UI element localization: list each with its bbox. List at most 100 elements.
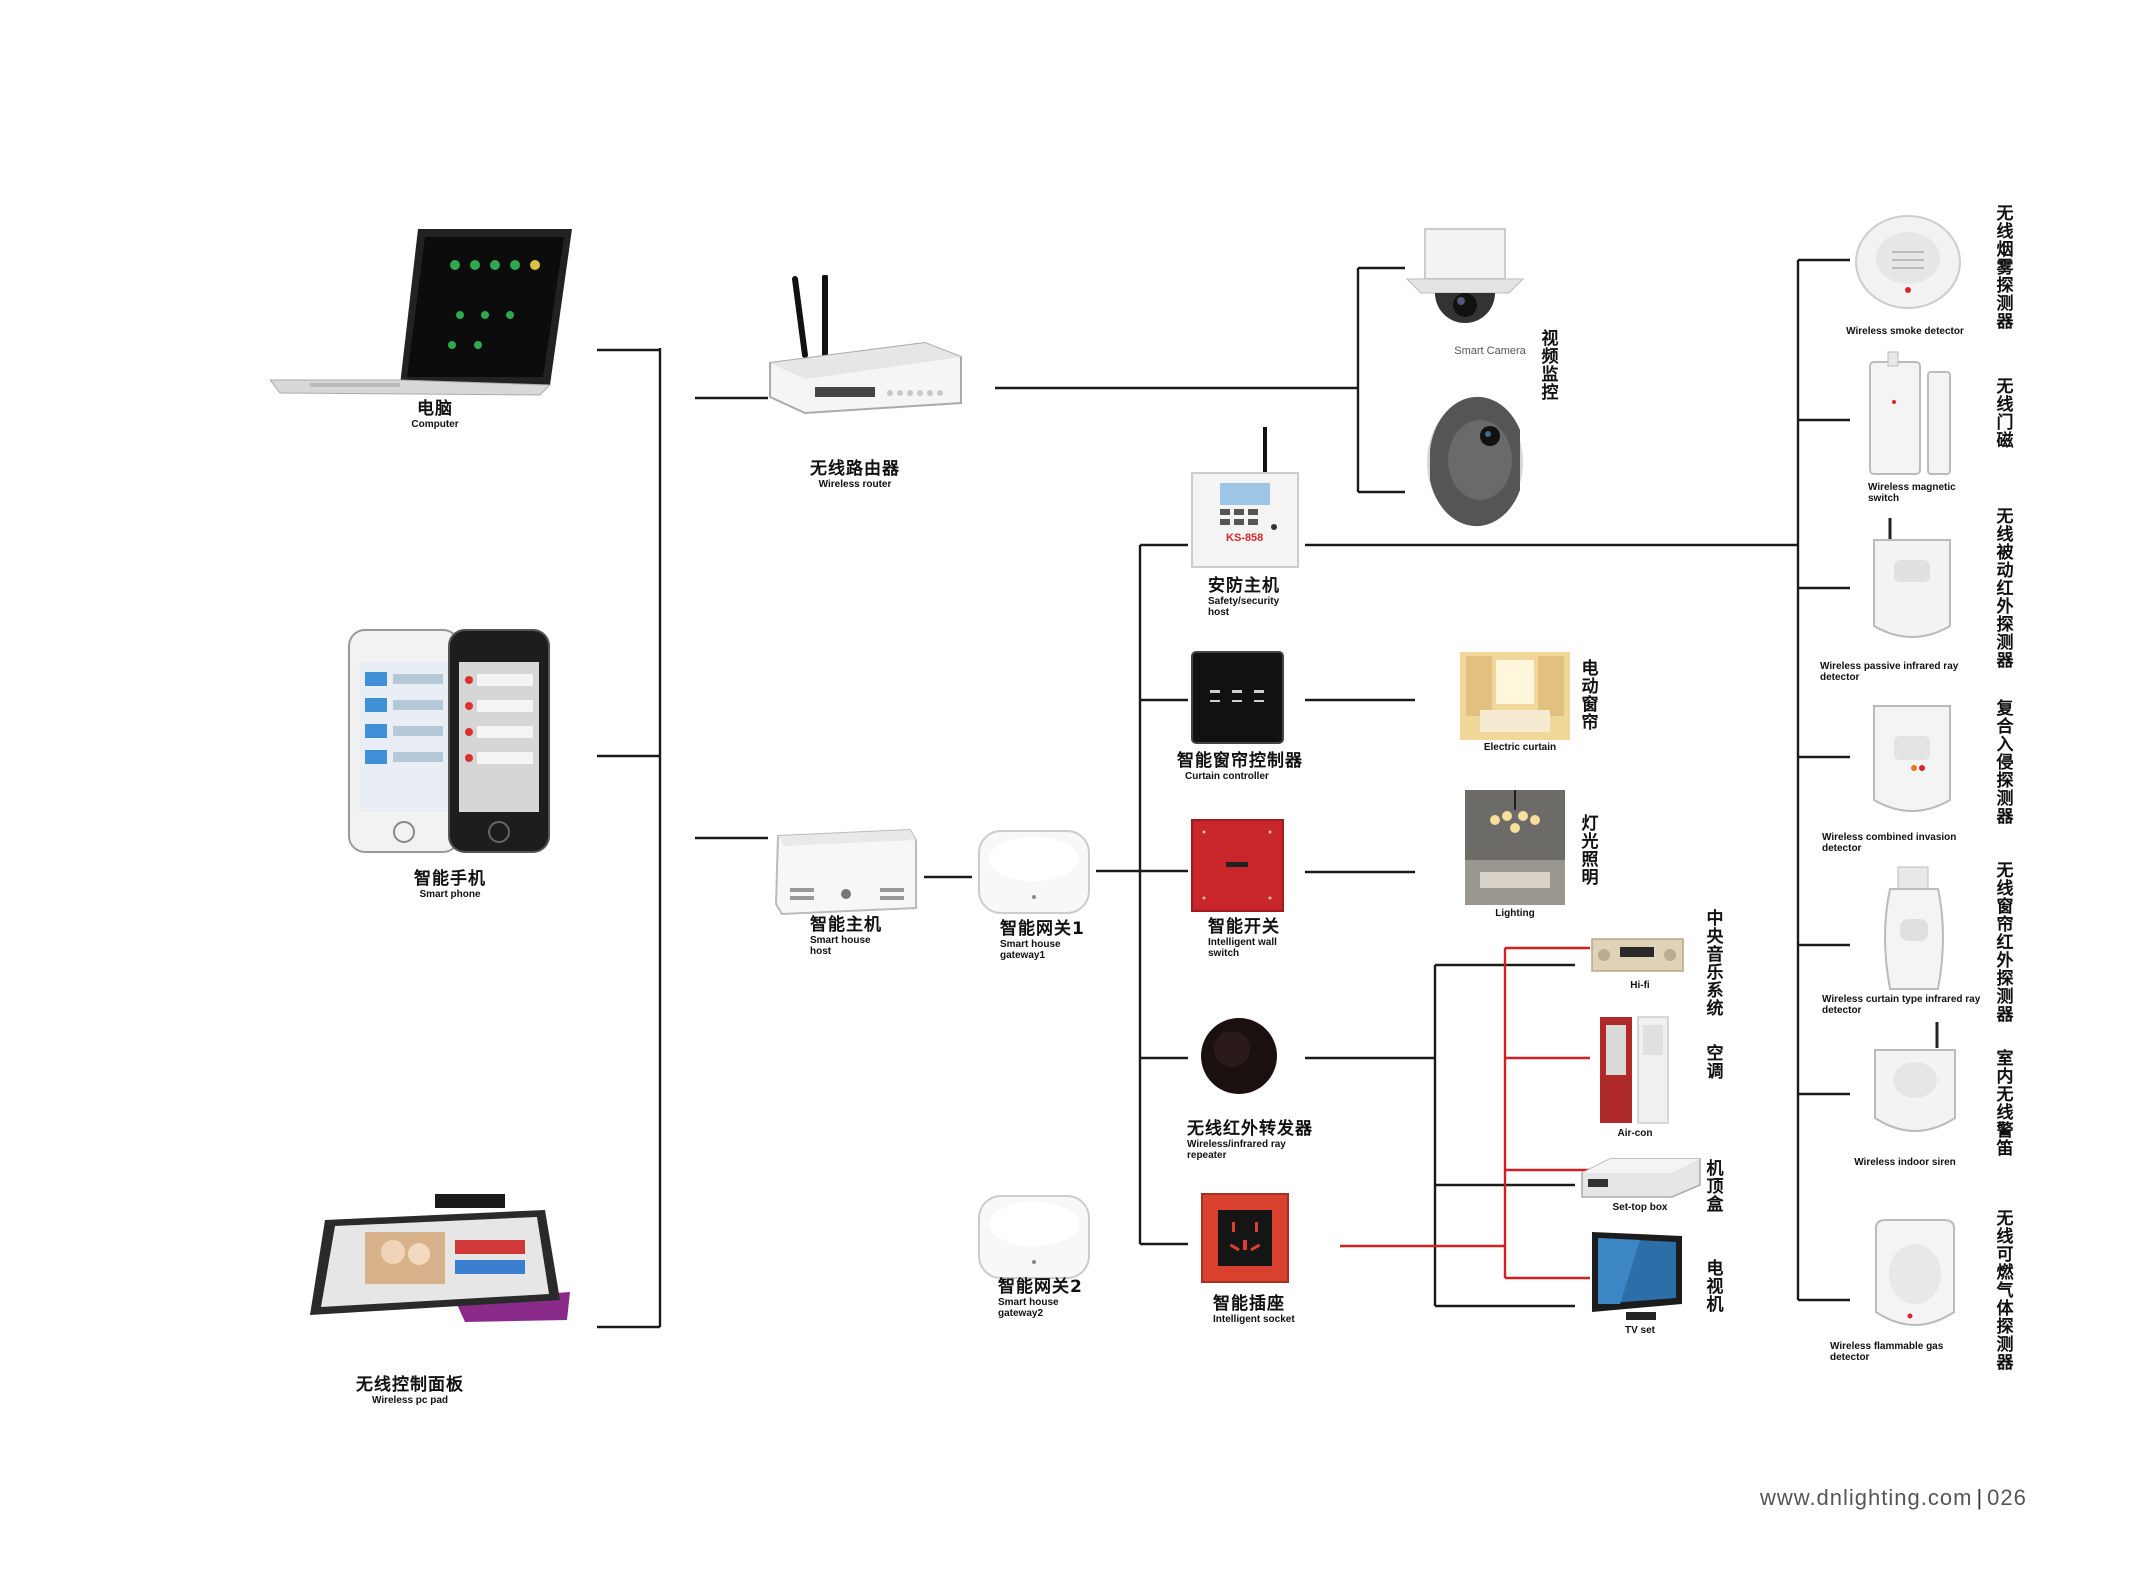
gas-detector-label-zh: 无线可燃气体探测器 — [1996, 1209, 2014, 1373]
combined-detector-label-zh: 复合入侵探测器 — [1996, 699, 2014, 827]
hifi-icon — [1591, 938, 1684, 972]
curtain-label-en: Electric curtain — [1483, 742, 1557, 753]
host-label-zh: 智能主机 — [810, 915, 882, 935]
pir-detector-icon — [1873, 518, 1951, 638]
wireless-router-device — [765, 274, 965, 415]
tv-set-group-label: 电视机 — [1706, 1259, 1724, 1315]
indoor-siren-label-en: Wireless indoor siren — [1854, 1157, 1956, 1168]
wall-switch-device — [1190, 818, 1285, 913]
curtain-photo-icon — [1460, 652, 1570, 740]
phone-icon — [348, 629, 550, 853]
security-host-label-en: Safety/security host — [1208, 596, 1280, 618]
gas-detector-label-en: Wireless flammable gas detector — [1830, 1341, 1944, 1363]
pc-pad-label-en: Wireless pc pad — [371, 1395, 449, 1406]
curtain-ir-detector-device — [1870, 865, 1958, 995]
smoke-detector-label-zh: 无线烟雾探测器 — [1996, 204, 2014, 332]
camera-group-label: 视频监控 — [1541, 329, 1559, 403]
siren-icon — [1874, 1022, 1956, 1132]
gas-detector-icon — [1875, 1219, 1955, 1326]
gas-detector-device — [1870, 1218, 1960, 1338]
pir-detector-label-en: Wireless passive infrared ray detector — [1820, 661, 1959, 683]
aircon-device — [1598, 1015, 1670, 1125]
aircon-group-label: 空调 — [1706, 1044, 1724, 1082]
wall-switch-icon — [1191, 819, 1284, 912]
wall-switch-label-zh: 智能开关 — [1208, 917, 1280, 937]
chandelier-photo-icon — [1465, 790, 1565, 905]
smoke-detector-icon — [1855, 215, 1961, 309]
laptop-icon — [268, 229, 572, 396]
smartphone-device — [345, 628, 555, 858]
settop-box-icon — [1581, 1158, 1701, 1198]
indoor-siren-label-zh: 室内无线警笛 — [1996, 1049, 2014, 1159]
combined-detector-device — [1868, 700, 1956, 820]
page-footer: www.dnlighting.com|026 — [1760, 1485, 2027, 1511]
footer-page-number: 026 — [1987, 1485, 2027, 1510]
combined-detector-label-en: Wireless combined invasion detector — [1822, 832, 1957, 854]
egg-camera-icon — [1427, 396, 1523, 527]
combined-detector-icon — [1873, 705, 1951, 812]
smart-socket-label-en: Intelligent socket — [1213, 1314, 1295, 1325]
egg-camera — [1420, 390, 1530, 530]
aircon-icon — [1600, 1016, 1669, 1124]
curtain-group-label: 电动窗帘 — [1581, 659, 1599, 733]
tv-set-device — [1590, 1230, 1690, 1325]
lighting-image — [1465, 790, 1565, 905]
computer-label-en: Computer — [411, 419, 459, 430]
camera-label-en: Smart Camera — [1454, 345, 1526, 357]
gateway-icon — [978, 1195, 1090, 1279]
indoor-siren-device — [1865, 1020, 1965, 1145]
settop-box-label-en: Set-top box — [1612, 1202, 1668, 1213]
security-host-label-zh: 安防主机 — [1208, 576, 1280, 596]
wall-switch-label-en: Intelligent wall switch — [1208, 937, 1277, 959]
smartphone-label-zh: 智能手机 — [414, 869, 486, 889]
tv-icon — [1592, 1232, 1682, 1320]
lighting-group-label: 灯光照明 — [1581, 814, 1599, 888]
curtain-panel-icon — [1191, 651, 1284, 744]
hifi-label-en: Hi-fi — [1630, 980, 1650, 991]
ir-repeater-label-zh: 无线红外转发器 — [1187, 1119, 1313, 1139]
gateway2-label-en: Smart house gateway2 — [998, 1297, 1059, 1319]
hifi-group-label: 中央音乐系统 — [1706, 909, 1724, 1019]
curtain-ir-detector-icon — [1884, 866, 1944, 990]
gateway-icon — [978, 830, 1090, 914]
security-host-device: KS-858 — [1190, 425, 1302, 570]
pc-pad-label-zh: 无线控制面板 — [356, 1375, 464, 1395]
computer-device — [268, 225, 580, 400]
curtain-controller-label-en: Curtain controller — [1185, 771, 1269, 782]
gateway1-device — [975, 825, 1093, 920]
ir-repeater-icon — [1201, 1018, 1277, 1094]
smartphone-label-en: Smart phone — [419, 889, 481, 900]
curtain-controller-label-zh: 智能窗帘控制器 — [1177, 751, 1303, 771]
smart-host-device — [770, 826, 920, 916]
tv-set-label-en: TV set — [1624, 1325, 1655, 1336]
pir-detector-device — [1868, 518, 1956, 648]
router-label-zh: 无线路由器 — [810, 459, 900, 479]
pc-pad-device — [305, 1190, 575, 1325]
aircon-label-en: Air-con — [1617, 1128, 1653, 1139]
hifi-device — [1590, 935, 1685, 977]
pir-detector-label-zh: 无线被动红外探测器 — [1996, 507, 2014, 671]
computer-label-zh: 电脑 — [417, 399, 453, 419]
footer-divider: | — [1976, 1485, 1984, 1510]
smoke-detector-device — [1852, 212, 1964, 312]
host-box-icon — [774, 828, 917, 916]
magnetic-switch-label-zh: 无线门磁 — [1996, 377, 2014, 451]
dome-camera-icon — [1405, 228, 1525, 323]
alarm-model-text: KS-858 — [1226, 532, 1263, 544]
gateway2-label-zh: 智能网关2 — [998, 1277, 1083, 1297]
curtain-ir-detector-label-zh: 无线窗帘红外探测器 — [1996, 861, 2014, 1025]
ir-repeater-label-en: Wireless/infrared ray repeater — [1187, 1139, 1286, 1161]
gateway1-label-zh: 智能网关1 — [1000, 919, 1085, 939]
settop-box-device — [1580, 1155, 1702, 1200]
curtain-ir-detector-label-en: Wireless curtain type infrared ray detec… — [1822, 994, 1981, 1016]
curtain-controller-device — [1190, 650, 1285, 745]
settop-box-group-label: 机顶盒 — [1706, 1159, 1724, 1215]
smart-socket-label-zh: 智能插座 — [1213, 1294, 1285, 1314]
alarm-panel-icon: KS-858 — [1191, 427, 1299, 568]
footer-site-link[interactable]: www.dnlighting.com — [1760, 1485, 1973, 1510]
smart-socket-device — [1200, 1192, 1290, 1284]
dome-camera — [1405, 225, 1525, 335]
magnetic-switch-label-en: Wireless magnetic switch — [1868, 482, 1956, 504]
host-label-en: Smart house host — [810, 935, 871, 957]
